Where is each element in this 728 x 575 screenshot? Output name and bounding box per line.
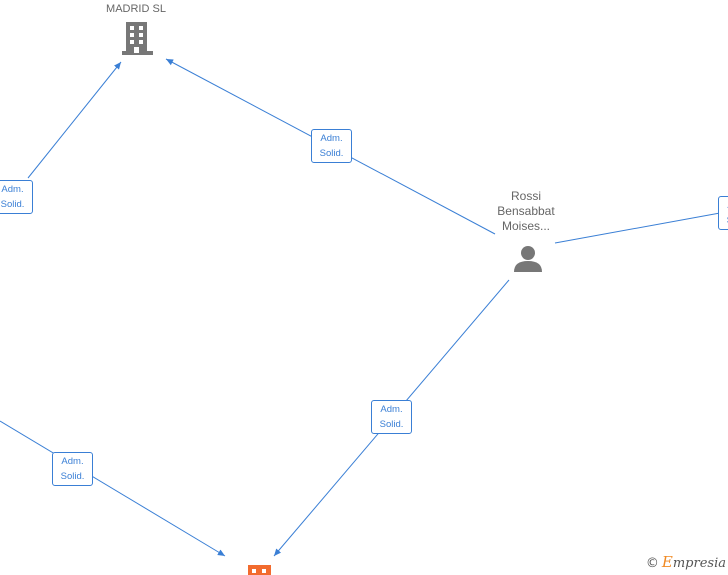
person-name-line: Rossi xyxy=(510,189,541,203)
edge-label-text: Solid. xyxy=(319,148,344,159)
edge-label-text: Solid. xyxy=(379,419,404,430)
person-icon[interactable] xyxy=(514,246,542,272)
person-name-line: Moises... xyxy=(501,219,550,233)
person-name-label: Rossi Bensabbat Moises... xyxy=(486,189,566,234)
edge-label-person-right[interactable]: Adm. Solid. xyxy=(718,196,728,230)
edge-label-text: Adm. xyxy=(719,198,728,213)
edge-line-left-to-bottom xyxy=(0,420,226,557)
edge-label-person-madrid[interactable]: Adm. Solid. xyxy=(311,129,352,163)
edge-label-left-madrid[interactable]: Adm. Solid. xyxy=(0,180,33,214)
company-name-label: MADRID SL xyxy=(106,3,166,15)
brand-watermark: ©Empresia xyxy=(646,553,726,571)
edge-label-text: Adm. xyxy=(320,133,343,144)
person-name-line: Bensabbat xyxy=(497,204,555,218)
building-icon[interactable] xyxy=(248,565,271,575)
edge-line-left-to-madrid xyxy=(27,61,122,179)
brand-name: mpresia xyxy=(672,556,726,571)
edge-label-left-bottom[interactable]: Adm. Solid. xyxy=(52,452,93,486)
edge-label-text: Adm. xyxy=(1,184,24,195)
brand-initial: E xyxy=(661,553,673,571)
edge-label-person-bottom[interactable]: Adm. Solid. xyxy=(371,400,412,434)
edge-label-text: Solid. xyxy=(719,213,728,228)
copyright-icon: © xyxy=(645,556,659,571)
edge-label-text: Solid. xyxy=(60,471,85,482)
building-icon[interactable] xyxy=(122,22,153,55)
edge-label-text: Adm. xyxy=(61,456,84,467)
edge-label-text: Solid. xyxy=(0,199,25,210)
edge-label-text: Adm. xyxy=(380,404,403,415)
edge-line-person-to-right xyxy=(554,212,721,244)
